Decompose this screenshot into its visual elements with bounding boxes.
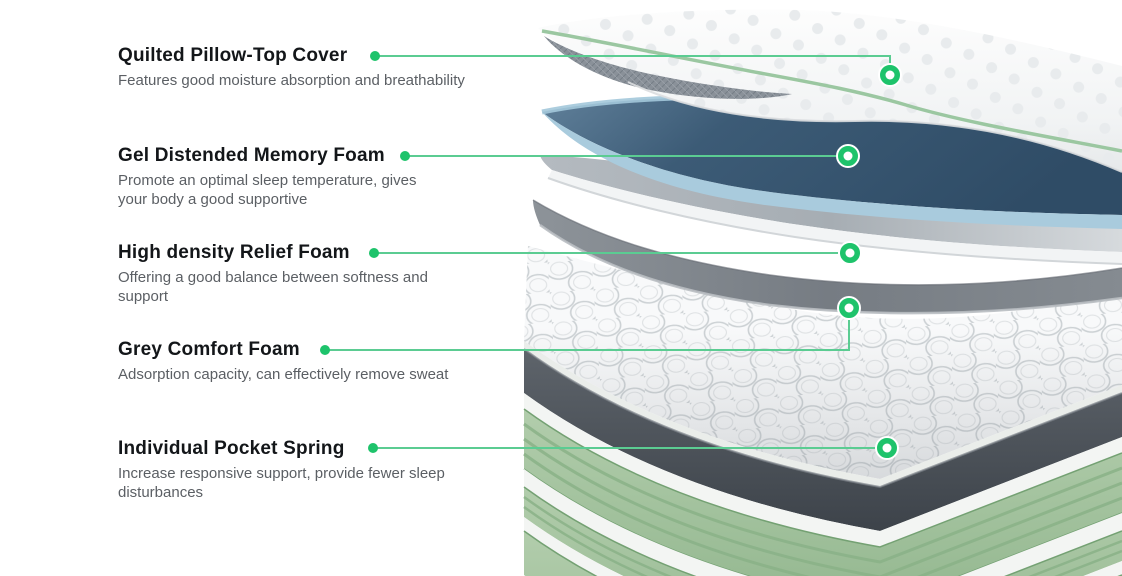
layer-description: Promote an optimal sleep temperature, gi…: [118, 172, 417, 208]
layer-description: Features good moisture absorption and br…: [118, 72, 465, 89]
layer-description: Increase responsive support, provide few…: [118, 465, 445, 501]
ring-marker-icon: [837, 296, 861, 320]
layer-title: Quilted Pillow-Top Cover: [118, 45, 348, 66]
connector-dot-icon: [320, 345, 330, 355]
ring-marker-icon: [836, 144, 860, 168]
connector-dot-icon: [370, 51, 380, 61]
callout-quilted-pillow-top-cover: Quilted Pillow-Top Cover Features good m…: [118, 45, 558, 90]
layer-title: Gel Distended Memory Foam: [118, 145, 385, 166]
ring-marker-icon: [878, 63, 902, 87]
connector-dot-icon: [368, 443, 378, 453]
layer-title: Grey Comfort Foam: [118, 339, 300, 360]
ring-marker-icon: [838, 241, 862, 265]
layer-title: High density Relief Foam: [118, 242, 350, 263]
connector-dots: [320, 51, 410, 453]
callout-individual-pocket-spring: Individual Pocket Spring Increase respon…: [118, 438, 463, 502]
callout-high-density-relief-foam: High density Relief Foam Offering a good…: [118, 242, 448, 306]
ring-marker-icon: [875, 436, 899, 460]
callout-gel-distended-memory-foam: Gel Distended Memory Foam Promote an opt…: [118, 145, 428, 209]
layer-description: Adsorption capacity, can effectively rem…: [118, 366, 449, 383]
layer-description: Offering a good balance between softness…: [118, 269, 428, 305]
quilted-pillow-top-cover-layer: [538, 9, 1122, 173]
grey-comfort-foam-layer: [532, 199, 1122, 315]
connector-dot-icon: [369, 248, 379, 258]
connector-lines: [325, 55, 891, 449]
connector-dot-icon: [400, 151, 410, 161]
callout-grey-comfort-foam: Grey Comfort Foam Adsorption capacity, c…: [118, 339, 548, 384]
connector-line-quilted-pillow-top-cover: [375, 55, 891, 64]
layer-markers: [836, 63, 902, 460]
pocket-spring-and-base-layer: [523, 246, 1122, 576]
connector-line-grey-comfort-foam: [325, 320, 850, 351]
layer-title: Individual Pocket Spring: [118, 438, 345, 459]
